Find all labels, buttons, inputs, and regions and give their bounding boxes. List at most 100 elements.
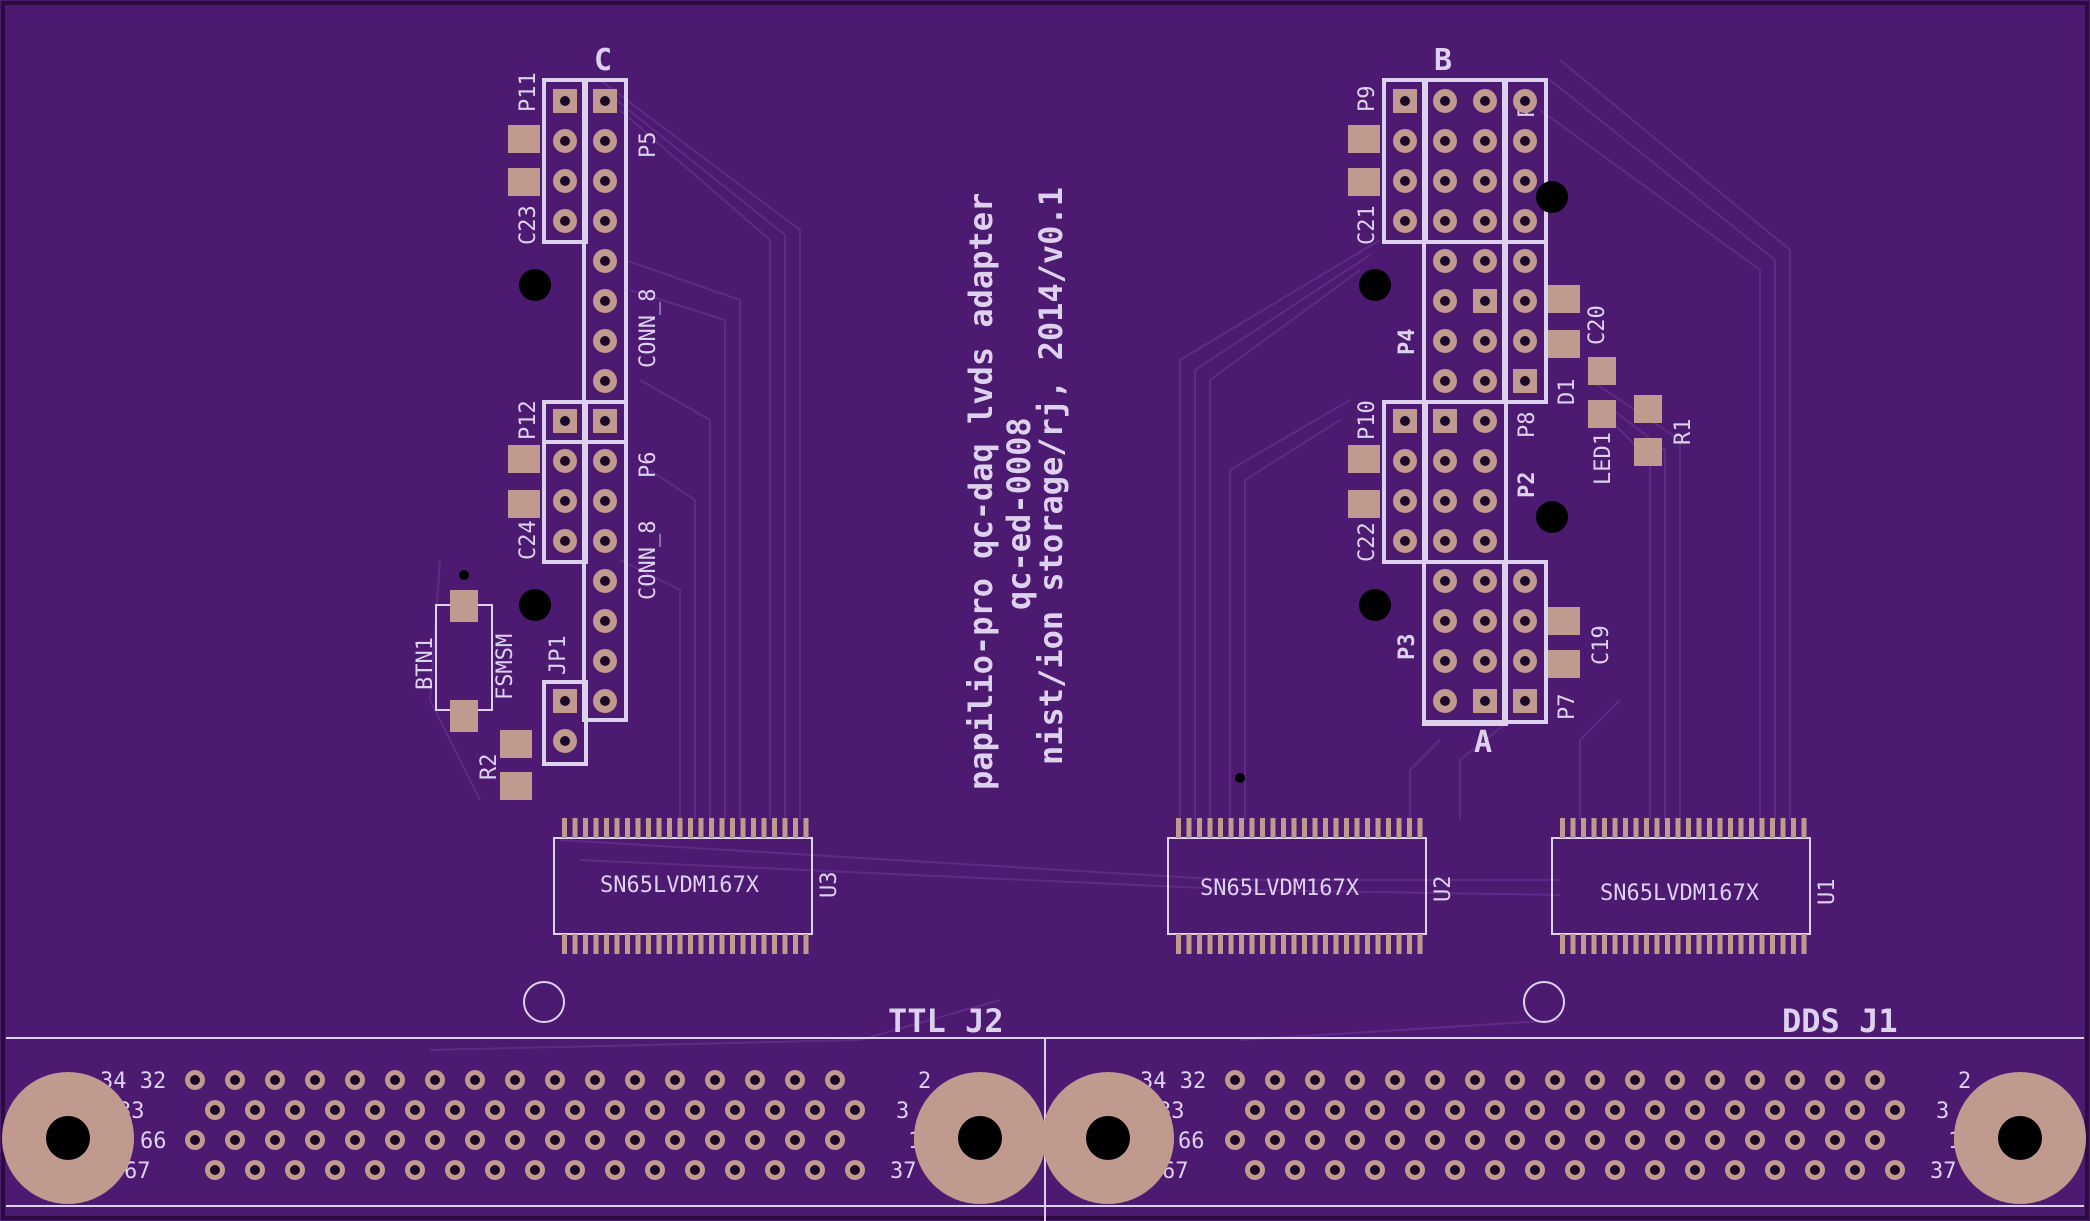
connector-pin	[1365, 1160, 1385, 1180]
ic-pin	[1407, 818, 1412, 838]
ic-pin	[1270, 934, 1276, 954]
connector-pin	[1285, 1160, 1305, 1180]
ic-pin	[1312, 934, 1318, 954]
ic-pin	[646, 934, 651, 954]
header-pad	[553, 729, 577, 753]
header-pad	[553, 529, 577, 553]
connector-ttl-pin-r2r: 3	[896, 1099, 909, 1124]
header-pad	[1513, 649, 1537, 673]
connector-pin	[1845, 1100, 1865, 1120]
ic-u2-part: SN65LVDM167X	[1200, 876, 1360, 901]
header-pad	[1393, 209, 1417, 233]
label-jp1: JP1	[546, 635, 571, 675]
ic-pin	[625, 934, 630, 954]
connector-pin	[1405, 1100, 1425, 1120]
ic-pin	[751, 818, 756, 838]
connector-pin	[465, 1130, 485, 1150]
connector-pin	[545, 1070, 565, 1090]
connector-pin	[845, 1100, 865, 1120]
header-pad	[593, 449, 617, 473]
ic-pin	[1344, 818, 1349, 838]
ic-pin	[1207, 818, 1213, 838]
header-pad	[1473, 89, 1497, 113]
connector-pin	[1565, 1100, 1585, 1120]
mounting-pads	[2, 1072, 2086, 1204]
board-title-block: papilio-pro qc-daq lvds adapter qc-ed-00…	[962, 187, 1070, 790]
connector-pin	[1385, 1130, 1405, 1150]
header-pad	[553, 449, 577, 473]
header-pad	[1473, 369, 1497, 393]
ic-pin	[1801, 934, 1807, 954]
header-pad	[1433, 129, 1457, 153]
connector-pin	[1725, 1160, 1745, 1180]
ic-pin	[1602, 818, 1607, 838]
label-p2: P2	[1515, 472, 1540, 499]
connector-ttl-title: TTL J2	[888, 1002, 1004, 1040]
ic-pin	[1791, 818, 1796, 838]
connector-pin	[765, 1160, 785, 1180]
label-c23: C23	[516, 205, 541, 245]
connector-pin	[1665, 1130, 1685, 1150]
ic-pin	[1686, 934, 1691, 954]
header-pad	[1473, 409, 1497, 433]
ic-pin	[1218, 818, 1223, 838]
ic-pin	[1396, 818, 1402, 838]
connector-pin	[785, 1070, 805, 1090]
connector-pin	[205, 1160, 225, 1180]
ic-pin	[1665, 934, 1670, 954]
ic-pin	[1707, 934, 1712, 954]
ic-pin	[1260, 818, 1265, 838]
connector-pin	[1705, 1070, 1725, 1090]
ic-pin	[1738, 818, 1744, 838]
connector-pin	[465, 1070, 485, 1090]
ic-pin	[1728, 934, 1733, 954]
header-pad	[1513, 89, 1537, 113]
ic-pin	[1354, 818, 1360, 838]
label-btn1: BTN1	[413, 637, 438, 690]
ic-pin	[1717, 818, 1723, 838]
connector-pin	[1525, 1100, 1545, 1120]
connector-pin	[1265, 1130, 1285, 1150]
ic-pin	[1228, 934, 1234, 954]
connector-pin	[385, 1130, 405, 1150]
connector-pin	[1285, 1100, 1305, 1120]
connector-pin	[565, 1100, 585, 1120]
header-pad	[1473, 329, 1497, 353]
connector-pin	[705, 1130, 725, 1150]
header-pad	[1433, 89, 1457, 113]
header-pad	[1473, 649, 1497, 673]
ic-pin	[1602, 934, 1607, 954]
header-pad	[1513, 169, 1537, 193]
ic-pin	[1696, 934, 1702, 954]
connector-pin	[1305, 1070, 1325, 1090]
label-conn8-bot: CONN_8	[636, 521, 661, 600]
ic-pin	[1176, 934, 1181, 954]
ic-pin	[730, 818, 735, 838]
connector-pin	[745, 1070, 765, 1090]
connector-pin	[525, 1160, 545, 1180]
ic-pin	[656, 818, 662, 838]
connector-pin	[825, 1130, 845, 1150]
ic-pin	[1396, 934, 1402, 954]
connector-pin	[605, 1100, 625, 1120]
connector-pin	[685, 1100, 705, 1120]
ic-pin	[1375, 934, 1381, 954]
label-a: A	[1474, 725, 1492, 760]
ic-u1: SN65LVDM167X U1	[1551, 818, 1840, 954]
connector-pin	[825, 1070, 845, 1090]
connector-pin	[1805, 1100, 1825, 1120]
header-pad	[593, 689, 617, 713]
header-pad	[1393, 489, 1417, 513]
ic-pin	[1291, 818, 1297, 838]
ic-pin	[1302, 934, 1307, 954]
ic-pin	[1239, 934, 1244, 954]
connector-pin	[425, 1070, 445, 1090]
ic-pin	[1570, 934, 1576, 954]
header-pad	[1473, 209, 1497, 233]
ic-pin	[1186, 818, 1192, 838]
connector-pin	[1425, 1070, 1445, 1090]
connector-pin	[1605, 1160, 1625, 1180]
ic-pin	[1644, 934, 1649, 954]
header-pad	[593, 609, 617, 633]
connector-pin	[745, 1130, 765, 1150]
